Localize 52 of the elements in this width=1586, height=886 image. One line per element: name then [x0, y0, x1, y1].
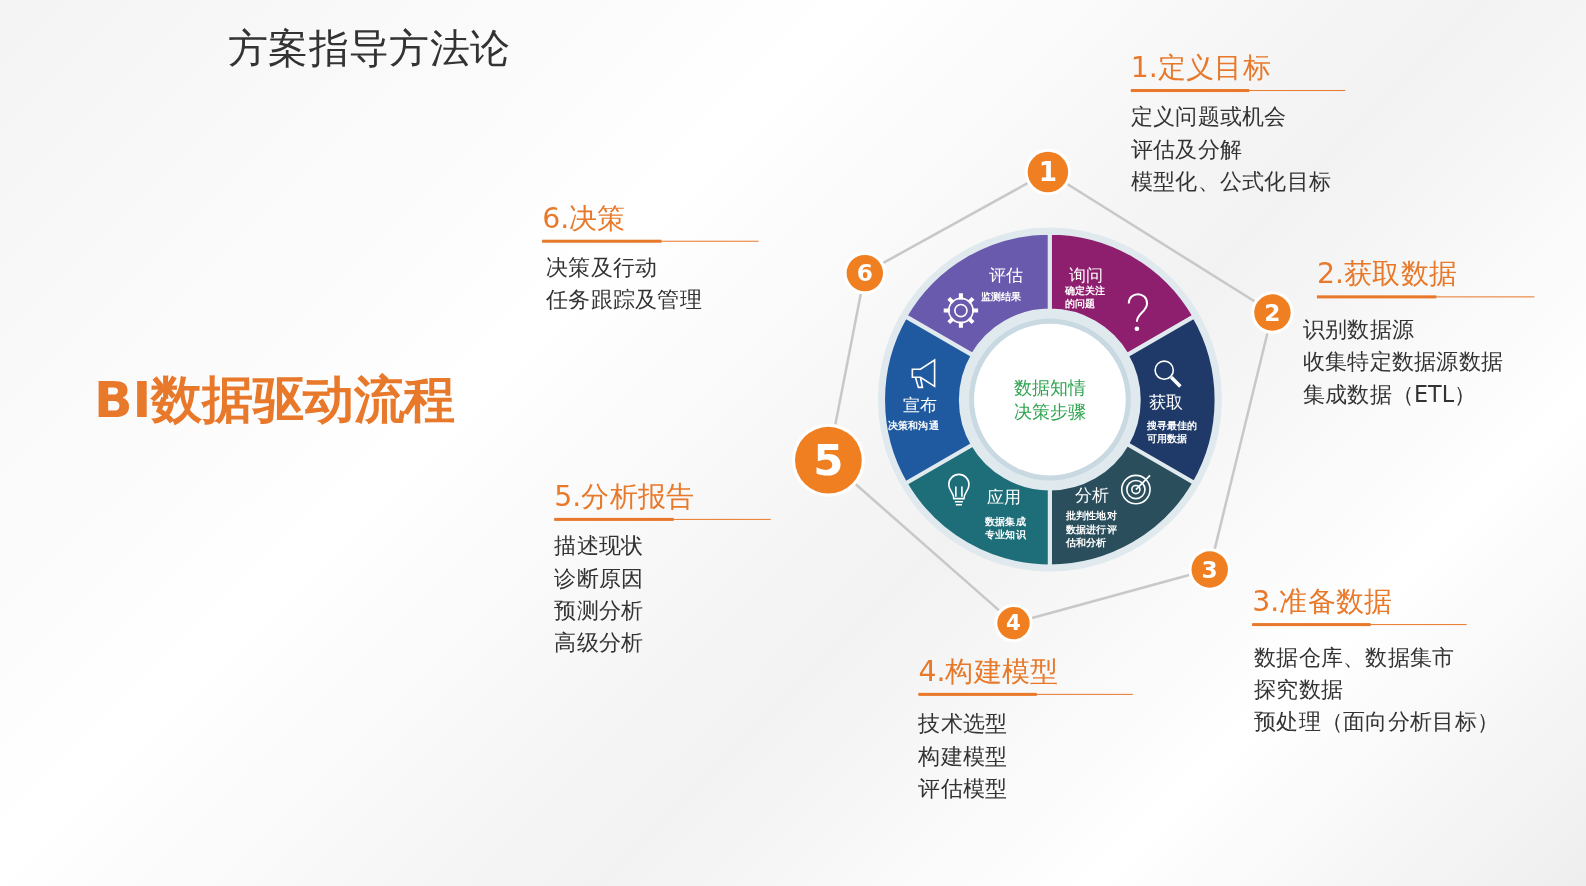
step-detail-text: 决策及行动	[546, 253, 658, 283]
step-number-circle: 3	[1191, 551, 1228, 588]
segment-subtitle: 决策和沟通	[888, 419, 940, 433]
connector-line	[854, 483, 1000, 612]
step-detail-text: 任务跟踪及管理	[546, 286, 702, 315]
connector-line	[882, 182, 1029, 264]
step-heading: 6.决策	[542, 201, 626, 236]
segment-subtitle: 确定关注的问题	[1065, 284, 1107, 311]
step-number-circle: 6	[846, 254, 883, 292]
step-detail-text: 探究数据	[1254, 675, 1344, 704]
wheel-segment	[883, 316, 973, 483]
step-heading: 1.定义目标	[1130, 50, 1272, 85]
step-detail-text: 高级分析	[554, 629, 644, 658]
step-detail-text: 收集特定数据源数据	[1302, 347, 1504, 377]
connector-line	[834, 293, 862, 425]
page-title: 方案指导方法论	[227, 23, 511, 73]
segment-title: 分析	[1075, 484, 1110, 508]
segment-subtitle: 搜寻最佳的可用数据	[1147, 418, 1199, 446]
segment-subtitle: 监测结果	[981, 289, 1023, 303]
step-detail-text: 评估及分解	[1130, 135, 1243, 164]
step-detail-text: 预测分析	[554, 596, 644, 626]
segment-title: 应用	[987, 486, 1022, 510]
step-detail-text: 构建模型	[918, 742, 1008, 771]
segment-title: 询问	[1069, 263, 1104, 285]
connector-line	[1066, 183, 1256, 303]
step-number-circle: 2	[1254, 294, 1291, 331]
section-heading: BI数据驱动流程	[94, 369, 455, 431]
step-number-circle: 4	[997, 606, 1030, 640]
segment-subtitle: 数据集成专业知识	[985, 514, 1027, 542]
segment-subtitle: 批判性地对数据进行评估和分析	[1066, 509, 1118, 549]
step-detail-text: 识别数据源	[1302, 315, 1415, 344]
segment-title: 获取	[1149, 390, 1184, 415]
center-text: 数据知情决策步骤	[1012, 376, 1088, 423]
connector-line	[1031, 573, 1190, 620]
step-detail-text: 集成数据（ETL）	[1302, 380, 1477, 409]
step-number-circle: 5	[795, 426, 862, 494]
step-detail-text: 技术选型	[918, 710, 1008, 739]
step-detail-text: 评估模型	[918, 774, 1008, 804]
step-heading: 3.准备数据	[1252, 584, 1393, 620]
step-detail-text: 模型化、公式化目标	[1130, 167, 1332, 197]
step-number-circle: 1	[1027, 151, 1069, 193]
segment-title: 宣布	[903, 394, 938, 418]
step-heading: 4.构建模型	[918, 654, 1059, 689]
step-detail-text: 预处理（面向分析目标）	[1254, 708, 1499, 737]
connector-line	[1213, 332, 1269, 550]
step-detail-text: 描述现状	[554, 532, 644, 561]
step-heading: 5.分析报告	[554, 479, 695, 514]
step-detail-text: 定义问题或机会	[1130, 103, 1287, 132]
segment-title: 评估	[989, 263, 1024, 287]
step-detail-text: 数据仓库、数据集市	[1254, 643, 1455, 672]
step-heading: 2.获取数据	[1316, 256, 1458, 292]
step-detail-text: 诊断原因	[554, 564, 644, 593]
